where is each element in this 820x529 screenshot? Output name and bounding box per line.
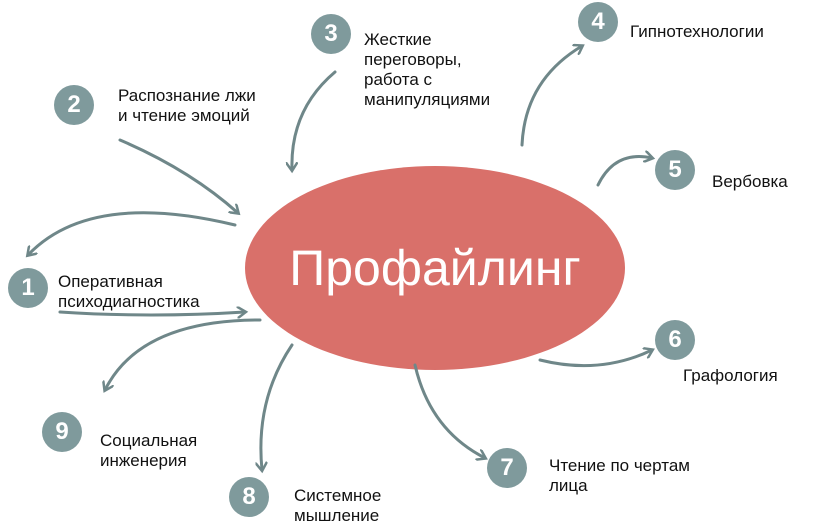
- node-7-badge: 7: [487, 448, 527, 488]
- node-3-label: Жесткие переговоры, работа с манипуляция…: [364, 30, 491, 109]
- node-1-badge: 1: [8, 268, 48, 308]
- arrow-8: [261, 343, 294, 470]
- node-2-badge: 2: [54, 85, 94, 125]
- node-9-badge: 9: [42, 412, 82, 452]
- arrow-4: [520, 46, 582, 147]
- arrow-9: [105, 318, 262, 390]
- arrow-3: [292, 70, 337, 170]
- arrow-7: [413, 363, 485, 458]
- node-1-label: Оперативная психодиагностика: [58, 272, 200, 311]
- node-4-label: Гипнотехнологии: [630, 22, 764, 41]
- arrow-1b: [58, 312, 245, 315]
- node-8-badge: 8: [229, 477, 269, 517]
- arrow-6: [538, 350, 652, 368]
- center-ellipse: [245, 166, 625, 370]
- node-8-label: Системное мышление: [294, 486, 382, 525]
- node-3-badge: 3: [311, 14, 351, 54]
- center-label: Профайлинг: [289, 239, 581, 296]
- node-4-badge: 4: [578, 2, 618, 42]
- arrow-2: [118, 138, 238, 213]
- node-5-label: Вербовка: [712, 172, 788, 191]
- arrow-1: [28, 211, 237, 255]
- node-2-label: Распознание лжи и чтение эмоций: [118, 86, 256, 125]
- node-5-badge: 5: [655, 150, 695, 190]
- node-6-label: Графология: [683, 366, 778, 385]
- arrow-5: [596, 157, 652, 187]
- node-9-label: Социальная инженерия: [100, 431, 198, 470]
- node-6-badge: 6: [655, 320, 695, 360]
- node-7-label: Чтение по чертам лица: [549, 456, 690, 495]
